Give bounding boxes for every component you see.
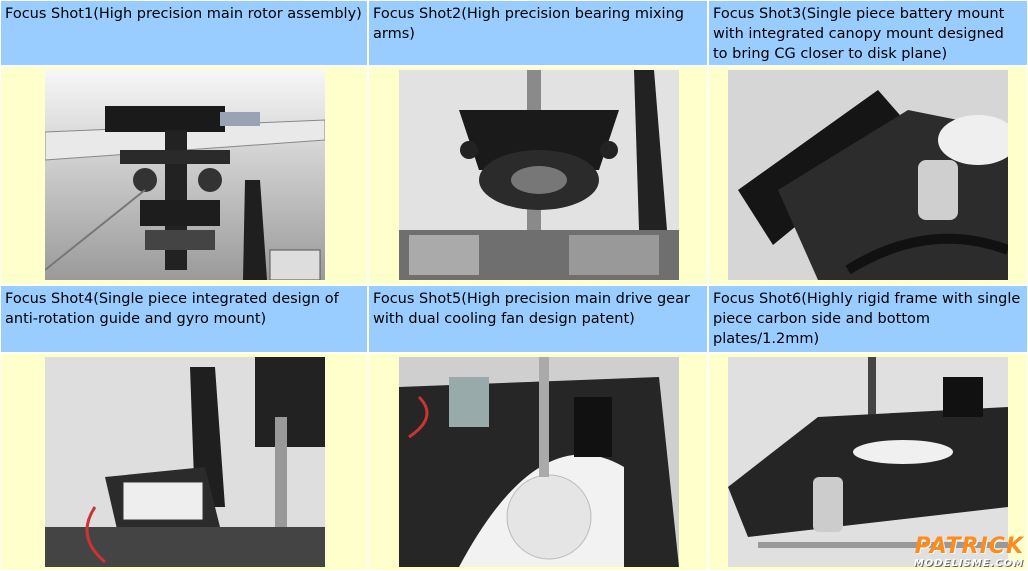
caption-shot-6: Focus Shot6(Highly rigid frame with sing… — [709, 286, 1027, 352]
photo-cell-shot-5 — [369, 354, 707, 570]
watermark-line-2: MODELISME.COM — [913, 558, 1024, 569]
caption-shot-2: Focus Shot2(High precision bearing mixin… — [369, 1, 707, 65]
photo-cell-shot-3 — [709, 67, 1027, 284]
watermark-line-1: PATRICK — [914, 534, 1024, 559]
battery-mount-photo — [728, 70, 1008, 280]
photo-cell-shot-4 — [1, 354, 367, 570]
patrick-modelisme-watermark: PATRICK MODELISME.COM — [913, 534, 1024, 570]
photo-cell-shot-2 — [369, 67, 707, 284]
gyro-mount-photo — [45, 357, 325, 567]
caption-shot-4: Focus Shot4(Single piece integrated desi… — [1, 286, 367, 352]
drive-gear-photo — [399, 357, 679, 567]
photo-cell-shot-6 — [709, 354, 1027, 570]
caption-shot-3: Focus Shot3(Single piece battery mount w… — [709, 1, 1027, 65]
photo-cell-shot-1 — [1, 67, 367, 284]
mixing-arms-photo — [399, 70, 679, 280]
caption-shot-5: Focus Shot5(High precision main drive ge… — [369, 286, 707, 352]
carbon-frame-photo — [728, 357, 1008, 567]
main-rotor-photo — [45, 70, 325, 280]
caption-shot-1: Focus Shot1(High precision main rotor as… — [1, 1, 367, 65]
